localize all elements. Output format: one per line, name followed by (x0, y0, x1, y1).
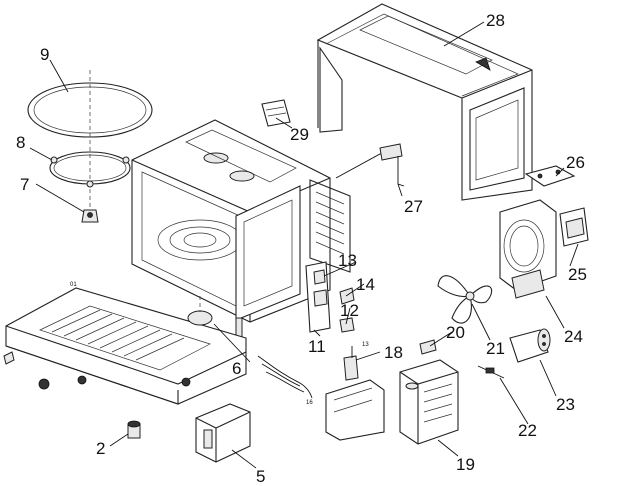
part-turntable-glass (27, 70, 153, 220)
callout-12: 12 (340, 301, 359, 320)
part-fan-blade (437, 275, 493, 324)
callout-18: 18 (384, 343, 403, 362)
part-diode (477, 365, 505, 379)
callout-8: 8 (16, 133, 25, 152)
callout-24: 24 (564, 327, 583, 346)
callout-11: 11 (308, 337, 326, 356)
callout-29: 29 (290, 125, 309, 144)
callout-6: 6 (232, 359, 241, 378)
callout-28: 28 (486, 11, 505, 30)
tiny-label-harness: 16 (306, 400, 313, 406)
leader-lines (29, 21, 579, 469)
callout-21: 21 (486, 339, 505, 358)
part-capacitor (509, 328, 551, 363)
part-oven-cavity (131, 119, 351, 345)
callout-14: 14 (356, 275, 375, 294)
part-transformer (195, 403, 251, 463)
callout-25: 25 (568, 265, 587, 284)
part-turntable-motor (187, 296, 213, 326)
tiny-label-board: 13 (362, 342, 369, 348)
callout-20: 20 (446, 323, 465, 342)
callout-2: 2 (96, 439, 105, 458)
part-roller-ring (49, 151, 131, 188)
part-control-bracket (305, 261, 355, 333)
part-top-bracket (524, 165, 576, 187)
part-fuse-holder (343, 346, 359, 381)
part-magnetron (325, 359, 459, 445)
callout-23: 23 (556, 395, 575, 414)
part-clip (419, 339, 437, 355)
part-wire-harness (257, 355, 313, 399)
callout-22: 22 (518, 421, 537, 440)
part-fan-motor (559, 207, 589, 247)
tiny-label-base: 01 (70, 282, 77, 288)
callout-19: 19 (456, 455, 475, 474)
part-foot (127, 420, 141, 439)
part-outer-cabinet (316, 3, 533, 201)
callout-13: 13 (338, 251, 357, 270)
part-label-sheet (261, 99, 291, 127)
callout-7: 7 (20, 175, 29, 194)
callout-27: 27 (404, 197, 423, 216)
part-thermal-cutout (335, 143, 405, 187)
callout-26: 26 (566, 153, 585, 172)
part-base-plate (3, 287, 247, 405)
part-fan-duct (499, 199, 557, 299)
part-coupler (81, 209, 99, 223)
callout-5: 5 (256, 467, 265, 486)
callout-9: 9 (40, 45, 49, 64)
